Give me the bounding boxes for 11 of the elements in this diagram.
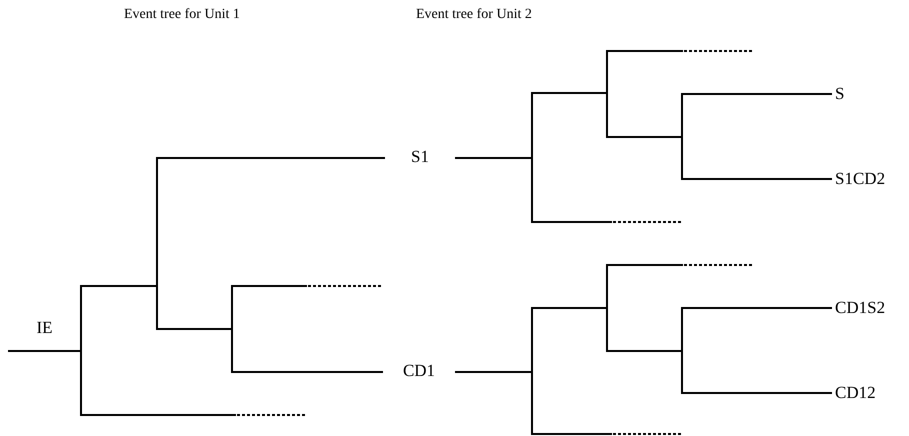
outcome-label: CD1S2 (835, 298, 886, 318)
tree-branch-line (455, 371, 684, 435)
tree-title: Event tree for Unit 1 (124, 6, 240, 24)
outcome-label: S (835, 84, 844, 104)
outcome-label: CD12 (835, 383, 876, 403)
outcome-label: S1 (411, 147, 429, 167)
tree-title: Event tree for Unit 2 (416, 6, 532, 24)
outcome-label: CD1 (402, 361, 436, 381)
tree-branch-line (455, 157, 684, 223)
outcome-label: IE (36, 318, 53, 338)
outcome-label: S1CD2 (835, 169, 886, 189)
